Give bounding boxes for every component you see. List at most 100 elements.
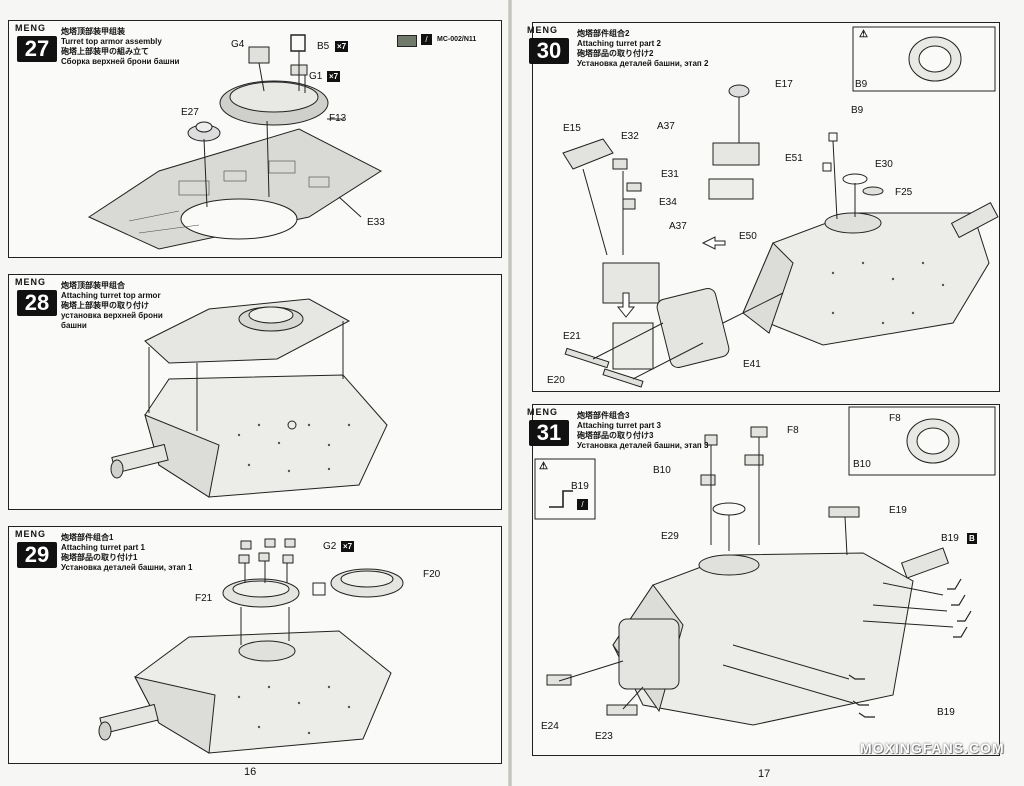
title-zh: 炮塔顶部装甲组合 — [61, 281, 125, 290]
step-27-panel: MENG 27 炮塔顶部装甲组装 Turret top armor assemb… — [8, 20, 502, 258]
title-ru: установка верхней брони — [61, 311, 163, 320]
step-number: 31 — [529, 420, 569, 446]
title-ja: 砲塔部品の取り付け3 — [577, 431, 654, 440]
part-tree-badge: B — [967, 533, 977, 544]
watermark: MOXINGFANS.COM — [860, 740, 1005, 756]
part-label: E20 — [547, 375, 565, 386]
step-31-panel: MENG 31 炮塔部件组合3 Attaching turret part 3 … — [527, 404, 1000, 756]
title-en: Attaching turret part 3 — [577, 421, 662, 430]
step-29-badge: MENG 29 — [15, 529, 61, 569]
part-label: E21 — [563, 331, 581, 342]
part-label: E30 — [875, 159, 893, 170]
page-number-left: 16 — [244, 766, 257, 778]
warning-icon: ⚠ — [539, 461, 548, 472]
part-label: E23 — [595, 731, 613, 742]
part-label: E29 — [661, 531, 679, 542]
step-28-panel: MENG 28 炮塔顶部装甲组合 Attaching turret top ar… — [8, 274, 502, 510]
part-label: E34 — [659, 197, 677, 208]
part-label: B19 — [941, 533, 959, 544]
part-label: E51 — [785, 153, 803, 164]
part-label: B9 — [851, 105, 864, 116]
step-29-titles: 炮塔部件组合1 Attaching turret part 1 砲塔部品の取り付… — [61, 533, 192, 573]
title-zh: 炮塔部件组合1 — [61, 533, 114, 542]
title-en: Attaching turret part 2 — [577, 39, 662, 48]
step-28-diagram — [110, 298, 388, 498]
part-label: B19 — [571, 481, 589, 492]
part-label: B19 — [937, 707, 955, 718]
brand-logo: MENG — [15, 23, 46, 33]
part-label: E33 — [367, 217, 385, 228]
part-label: G4 — [231, 39, 245, 50]
step-number: 29 — [17, 542, 57, 568]
title-ja: 砲塔部品の取り付け2 — [577, 49, 654, 58]
brand-logo: MENG — [527, 25, 558, 35]
step-28-badge: MENG 28 — [15, 277, 61, 317]
step-30-diagram — [562, 26, 999, 388]
part-label: G2 — [323, 541, 337, 552]
part-label: B9 — [855, 79, 868, 90]
page-number-right: 17 — [758, 768, 771, 780]
part-label: F8 — [787, 425, 799, 436]
book-spine — [508, 0, 512, 786]
step-31-badge: MENG 31 — [527, 407, 573, 447]
part-label: A37 — [669, 221, 687, 232]
brand-logo: MENG — [15, 529, 46, 539]
part-label: E24 — [541, 721, 559, 732]
paint-brush-icon: / — [421, 34, 432, 45]
step-29-diagram — [98, 538, 404, 754]
step-30-badge: MENG 30 — [527, 25, 573, 65]
title-ru-cont: башни — [61, 321, 87, 330]
part-label: E32 — [621, 131, 639, 142]
step-number: 27 — [17, 36, 57, 62]
title-ru: Сборка верхней брони башни — [61, 57, 180, 66]
step-30-titles: 炮塔部件组合2 Attaching turret part 2 砲塔部品の取り付… — [577, 29, 708, 69]
part-label: F21 — [195, 593, 213, 604]
part-label: E15 — [563, 123, 581, 134]
title-zh: 炮塔部件组合3 — [577, 411, 630, 420]
title-ja: 砲塔上部装甲の組み立て — [61, 47, 149, 56]
part-label: B10 — [653, 465, 671, 476]
paint-brush-icon: / — [577, 499, 588, 510]
part-label: E50 — [739, 231, 757, 242]
part-label: B5 — [317, 41, 330, 52]
quantity-badge: ×7 — [341, 541, 355, 552]
part-label: E17 — [775, 79, 793, 90]
step-27-badge: MENG 27 — [15, 23, 61, 63]
step-number: 28 — [17, 290, 57, 316]
step-31-titles: 炮塔部件组合3 Attaching turret part 3 砲塔部品の取り付… — [577, 411, 708, 451]
step-number: 30 — [529, 38, 569, 64]
title-en: Turret top armor assembly — [61, 37, 162, 46]
step-27-titles: 炮塔顶部装甲组装 Turret top armor assembly 砲塔上部装… — [61, 27, 179, 67]
step-28-titles: 炮塔顶部装甲组合 Attaching turret top armor 砲塔上部… — [61, 281, 163, 331]
part-label: F13 — [329, 113, 347, 124]
part-label: E19 — [889, 505, 907, 516]
part-label: E27 — [181, 107, 199, 118]
part-label: B10 — [853, 459, 871, 470]
step-30-panel: MENG 30 炮塔部件组合2 Attaching turret part 2 … — [527, 22, 1000, 392]
part-label: G1 — [309, 71, 323, 82]
part-label: E41 — [743, 359, 761, 370]
quantity-badge: ×7 — [335, 41, 349, 52]
title-ja: 砲塔部品の取り付け1 — [61, 553, 138, 562]
step-31-diagram — [534, 406, 996, 726]
brand-logo: MENG — [527, 407, 558, 417]
part-label: A37 — [657, 121, 675, 132]
quantity-badge: ×7 — [327, 71, 341, 82]
title-zh: 炮塔部件组合2 — [577, 29, 630, 38]
paint-swatch — [397, 35, 417, 47]
part-label: F25 — [895, 187, 913, 198]
part-label: F20 — [423, 569, 441, 580]
title-ru: Установка деталей башни, этап 3 — [577, 441, 709, 450]
part-label: E31 — [661, 169, 679, 180]
title-en: Attaching turret part 1 — [61, 543, 146, 552]
title-zh: 炮塔顶部装甲组装 — [61, 27, 125, 36]
warning-icon: ⚠ — [859, 29, 868, 40]
title-ru: Установка деталей башни, этап 1 — [61, 563, 193, 572]
title-en: Attaching turret top armor — [61, 291, 161, 300]
title-ja: 砲塔上部装甲の取り付け — [61, 301, 149, 310]
brand-logo: MENG — [15, 277, 46, 287]
title-ru: Установка деталей башни, этап 2 — [577, 59, 709, 68]
paint-code: MC-002/N11 — [437, 36, 477, 43]
step-27-diagram — [87, 34, 383, 250]
part-label: F8 — [889, 413, 901, 424]
